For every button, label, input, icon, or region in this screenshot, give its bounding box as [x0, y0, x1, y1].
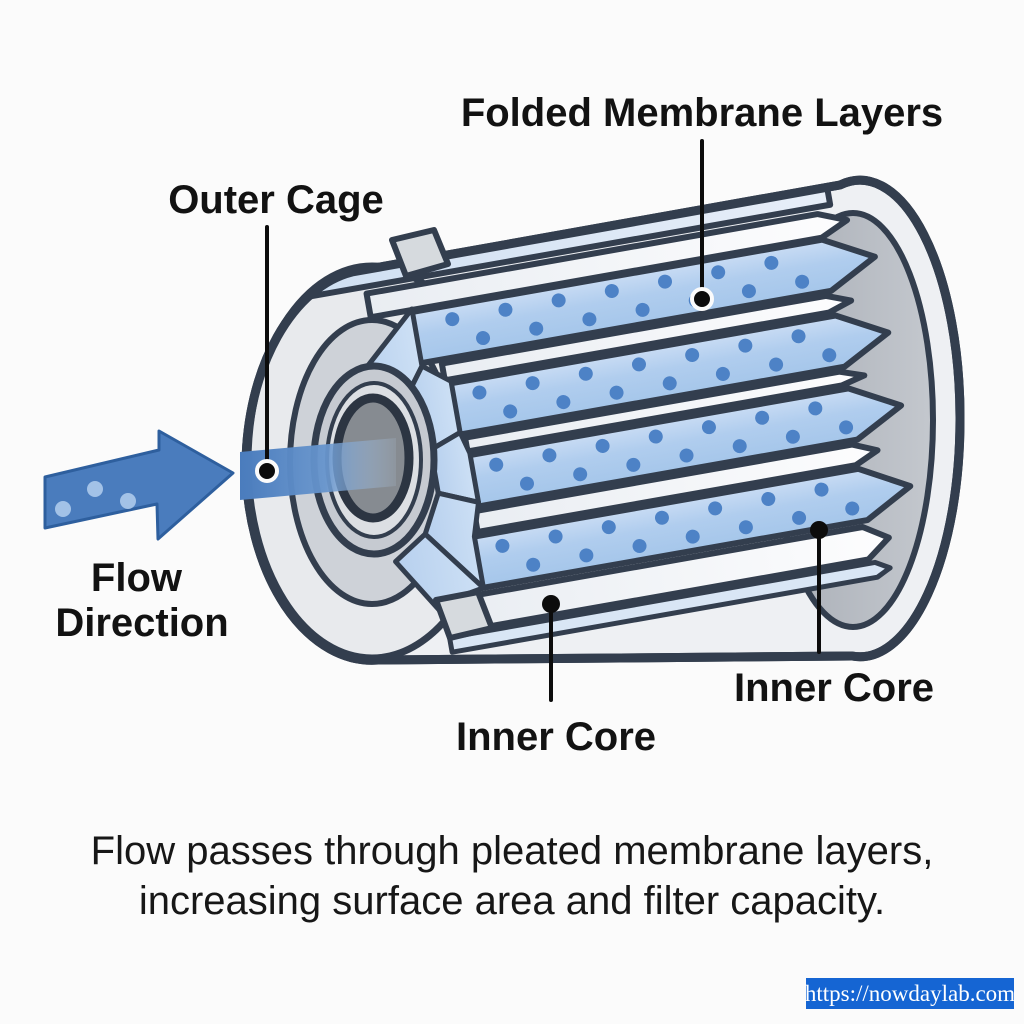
membrane-pore-dot [472, 385, 487, 400]
membrane-pore-dot [769, 357, 784, 372]
membrane-pore-dot [498, 302, 513, 317]
membrane-pore-dot [519, 476, 534, 491]
membrane-pore-dot [526, 557, 541, 572]
membrane-pore-dot [764, 255, 779, 270]
pleat-fan-wedge [428, 429, 482, 505]
caption-line-2: increasing surface area and filter capac… [139, 879, 885, 923]
flow-band [240, 438, 396, 500]
filter-body-outline [241, 175, 965, 665]
cage-notch-top [389, 227, 451, 279]
leader-dot-folded-membrane [690, 287, 714, 311]
membrane-pore-dot [845, 501, 860, 516]
membrane-pore-dot [579, 548, 594, 563]
membrane-pore-dot [658, 274, 673, 289]
membrane-pore-dot [791, 329, 806, 344]
pleat-fold-band [363, 211, 851, 321]
membrane-pore-dot [609, 385, 624, 400]
flow-arrow-dot [87, 481, 103, 497]
membrane-pore-dot [495, 538, 510, 553]
membrane-pore-dot [738, 520, 753, 535]
membrane-pore-dot [839, 420, 854, 435]
membrane-pore-dot [711, 265, 726, 280]
label-inner-core-right: Inner Core [734, 666, 934, 710]
label-flow-direction: Flow Direction [55, 556, 228, 645]
membrane-pore-dot [542, 448, 557, 463]
leader-dot-inner-core-right [810, 521, 828, 539]
flow-arrow-dot [55, 501, 71, 517]
membrane-pore-dot [573, 467, 588, 482]
membrane-pore-dot [808, 401, 823, 416]
membrane-pore-dot [679, 448, 694, 463]
membrane-pore-dot [551, 293, 566, 308]
caption-line-1: Flow passes through pleated membrane lay… [91, 829, 934, 873]
membrane-pore-dot [814, 482, 829, 497]
membrane-pore-dot [548, 529, 563, 544]
membrane-pore-dot [755, 410, 770, 425]
membrane-pore-dot [626, 457, 641, 472]
membrane-pore-dot [795, 274, 810, 289]
leader-dot-outer-cage [255, 459, 279, 483]
membrane-pore-dot [582, 312, 597, 327]
membrane-pore-dot [632, 539, 647, 554]
cage-notch-bottom [433, 589, 495, 641]
flow-arrow-dot [120, 493, 136, 509]
membrane-pore-dot [715, 366, 730, 381]
membrane-pore-dots [445, 255, 860, 572]
label-folded-membrane-layers: Folded Membrane Layers [461, 91, 943, 135]
membrane-pore-dot [685, 529, 700, 544]
membrane-pore-dot [662, 376, 677, 391]
membrane-pore-dot [685, 347, 700, 362]
membrane-pore-dot [732, 439, 747, 454]
leader-dot-inner-core-left [542, 595, 560, 613]
label-inner-core-left: Inner Core [456, 715, 656, 759]
label-outer-cage: Outer Cage [168, 178, 384, 222]
outer-cage-bottom-strip [447, 559, 893, 655]
membrane-pore-dot [631, 357, 646, 372]
membrane-pore-dot [604, 283, 619, 298]
watermark-background [806, 978, 1014, 1009]
membrane-pore-dot [529, 321, 544, 336]
membrane-pore-dot [578, 366, 593, 381]
membrane-pore-dot [738, 338, 753, 353]
pleat-fan-wedge [422, 490, 486, 591]
flow-arrow [43, 429, 235, 541]
watermark-url: https://nowdaylab.com [805, 981, 1015, 1006]
membrane-pore-dot [525, 376, 540, 391]
membrane-pore-dot [708, 501, 723, 516]
membrane-pore-dot [701, 420, 716, 435]
membrane-pore-dot [761, 491, 776, 506]
membrane-pore-dot [601, 520, 616, 535]
membrane-pore-dot [503, 404, 518, 419]
membrane-pore-dot [595, 438, 610, 453]
membrane-pore-dot [785, 429, 800, 444]
membrane-pore-dot [445, 312, 460, 327]
membrane-pore-dot [741, 284, 756, 299]
membrane-pore-dot [822, 348, 837, 363]
membrane-pore-dot [489, 457, 504, 472]
membrane-pore-dot [648, 429, 663, 444]
membrane-pore-dot [792, 510, 807, 525]
membrane-pore-dot [556, 395, 571, 410]
membrane-pore-dot [476, 331, 491, 346]
watermark-link[interactable]: https://nowdaylab.com [805, 978, 1015, 1009]
membrane-pore-dot [635, 302, 650, 317]
membrane-pore-dot [654, 510, 669, 525]
